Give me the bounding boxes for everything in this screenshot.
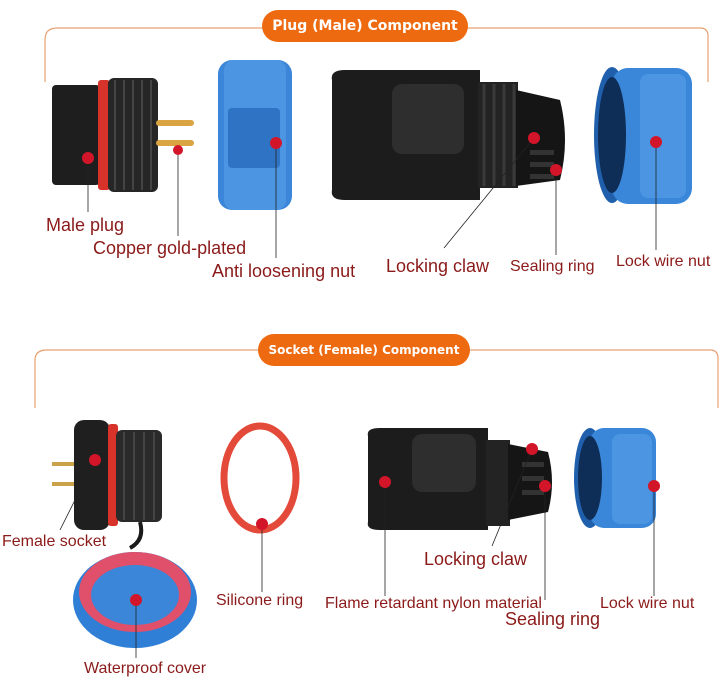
female-socket-part: [52, 420, 162, 550]
silicone-ring-part: [220, 422, 300, 534]
socket-locking-claw-part: [367, 428, 552, 530]
label-socket-lock-wire-nut: Lock wire nut: [600, 595, 695, 612]
label-silicone-ring: Silicone ring: [216, 592, 304, 609]
label-male-plug: Male plug: [46, 215, 125, 235]
label-socket-locking-claw: Locking claw: [424, 549, 528, 569]
locking-claw-part: [331, 70, 565, 200]
label-copper-gold-plated: Copper gold-plated: [93, 238, 247, 258]
label-anti-loosening-nut: Anti loosening nut: [212, 261, 356, 281]
label-lock-wire-nut: Lock wire nut: [616, 253, 711, 270]
label-locking-claw: Locking claw: [386, 256, 490, 276]
anti-loosening-nut-part: [218, 60, 292, 210]
socket-lock-wire-nut-part: [574, 428, 656, 528]
label-socket-sealing-ring: Sealing ring: [505, 609, 601, 629]
plug-section-title: Plug (Male) Component: [262, 10, 468, 42]
male-plug-part: [52, 78, 194, 192]
label-female-socket: Female socket: [2, 533, 107, 550]
label-sealing-ring: Sealing ring: [510, 258, 595, 275]
label-waterproof-cover: Waterproof cover: [84, 660, 207, 677]
socket-section-title: Socket (Female) Component: [258, 334, 470, 366]
lock-wire-nut-part: [594, 67, 692, 204]
label-flame-retardant-nylon: Flame retardant nylon material: [325, 595, 542, 612]
